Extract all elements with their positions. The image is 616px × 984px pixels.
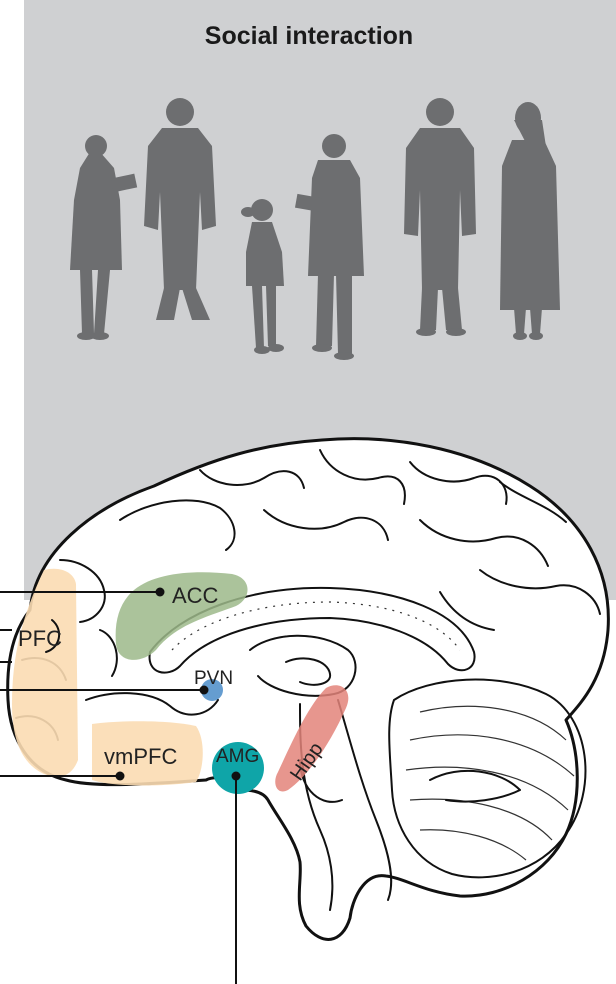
amg-leader-dot bbox=[232, 772, 241, 781]
pfc-label: PFC bbox=[18, 626, 62, 651]
acc-leader-dot bbox=[156, 588, 165, 597]
acc-label: ACC bbox=[172, 583, 219, 608]
pvn-label: PVN bbox=[194, 668, 233, 689]
vmpfc-label: vmPFC bbox=[104, 744, 177, 769]
vmpfc-leader-dot bbox=[116, 772, 125, 781]
amg-label: AMG bbox=[216, 746, 259, 767]
panel-title: Social interaction bbox=[205, 22, 413, 50]
pfc-region bbox=[12, 569, 78, 777]
